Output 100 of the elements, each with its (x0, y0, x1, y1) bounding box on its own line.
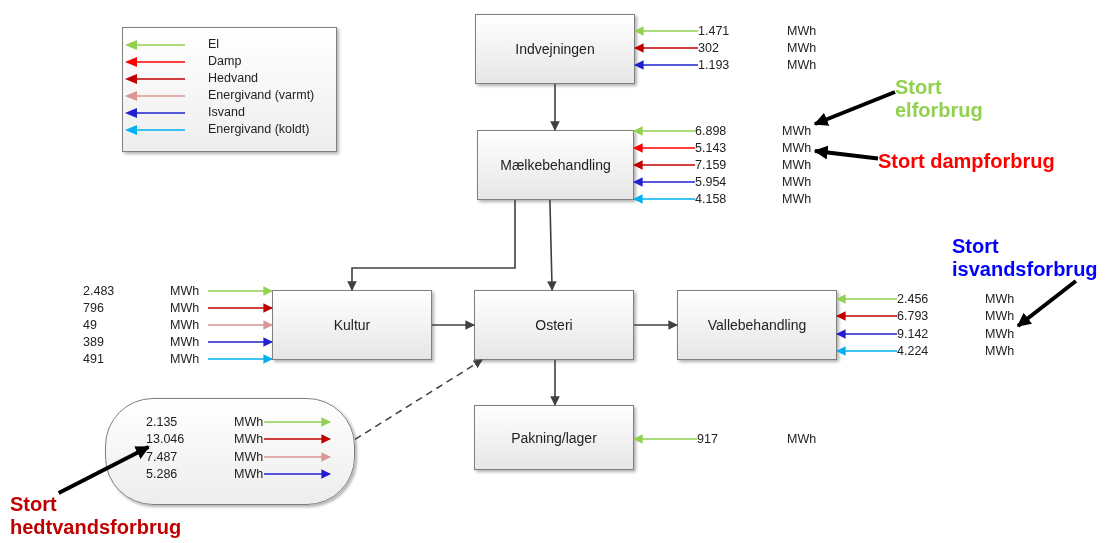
node-label: Kultur (333, 317, 371, 333)
legend-label: Energivand (koldt) (208, 122, 310, 137)
arrow (347, 199, 516, 291)
value-label: 2.135 (146, 414, 178, 430)
unit-label: MWh (787, 40, 817, 56)
value-label: 5.286 (146, 466, 178, 482)
process-box (272, 290, 432, 360)
process-box (677, 290, 837, 360)
legend-label: Damp (208, 54, 242, 69)
arrow (547, 199, 557, 291)
rounded-panel (105, 398, 355, 505)
arrow (431, 320, 475, 330)
arrow (836, 346, 898, 356)
process-box (474, 290, 634, 360)
unit-label: MWh (787, 57, 817, 73)
value-label: 4.158 (695, 191, 727, 207)
arrow (836, 294, 898, 304)
arrow (550, 359, 560, 406)
value-label: 9.142 (897, 326, 929, 342)
unit-label: MWh (985, 308, 1015, 324)
process-box (477, 130, 634, 200)
node-label: Mælkebehandling (500, 157, 611, 173)
callout-text: Stort hedtvandsforbrug (10, 493, 210, 539)
arrow (207, 354, 273, 364)
value-label: 302 (698, 40, 719, 56)
arrow (836, 311, 898, 321)
unit-label: MWh (170, 351, 200, 367)
unit-label: MWh (985, 291, 1015, 307)
unit-label: MWh (170, 300, 200, 316)
value-label: 5.954 (695, 174, 727, 190)
process-box (475, 14, 635, 84)
node-label: Vallebehandling (707, 317, 807, 333)
value-label: 1.471 (698, 23, 730, 39)
unit-label: MWh (170, 283, 200, 299)
value-label: 4.224 (897, 343, 929, 359)
arrow (633, 143, 696, 153)
arrow (633, 177, 696, 187)
node-label: Osteri (535, 317, 573, 333)
value-label: 796 (83, 300, 104, 316)
arrow (263, 452, 331, 462)
unit-label: MWh (782, 123, 812, 139)
legend-label: El (208, 37, 220, 52)
value-label: 6.793 (897, 308, 929, 324)
arrow (836, 329, 898, 339)
unit-label: MWh (787, 431, 817, 447)
arrow (633, 126, 696, 136)
unit-label: MWh (782, 191, 812, 207)
unit-label: MWh (782, 174, 812, 190)
thick-arrow (813, 145, 879, 161)
node-label: Indvejningen (515, 41, 595, 57)
arrow (263, 417, 331, 427)
arrow (633, 320, 678, 330)
value-label: 7.487 (146, 449, 178, 465)
legend-label: Hedvand (208, 71, 259, 86)
value-label: 5.143 (695, 140, 727, 156)
unit-label: MWh (985, 343, 1015, 359)
arrow (633, 434, 698, 444)
thick-arrow (813, 90, 896, 126)
callout-text: Stort dampforbrug (878, 150, 1055, 173)
arrow (634, 60, 699, 70)
thick-arrow (1016, 279, 1078, 328)
unit-label: MWh (234, 466, 264, 482)
legend-label: Energivand (varmt) (208, 88, 315, 103)
node-label: Pakning/lager (511, 429, 597, 446)
legend-label: Isvand (208, 105, 245, 120)
arrow (263, 434, 331, 444)
unit-label: MWh (234, 431, 264, 447)
unit-label: MWh (234, 414, 264, 430)
arrow (634, 26, 699, 36)
value-label: 6.898 (695, 123, 727, 139)
arrow (207, 320, 273, 330)
value-label: 13.046 (146, 431, 185, 447)
unit-label: MWh (782, 140, 812, 156)
value-label: 7.159 (695, 157, 727, 173)
unit-label: MWh (234, 449, 264, 465)
callout-text: Stort isvandsforbrug (952, 235, 1115, 281)
value-label: 49 (83, 317, 97, 333)
arrow (263, 469, 331, 479)
unit-label: MWh (170, 317, 200, 333)
arrow (550, 83, 560, 131)
unit-label: MWh (782, 157, 812, 173)
arrow (207, 303, 273, 313)
process-box (474, 405, 634, 470)
value-label: 491 (83, 351, 104, 367)
unit-label: MWh (170, 334, 200, 350)
value-label: 389 (83, 334, 104, 350)
thick-arrow (57, 445, 150, 495)
dashed-arrow (354, 359, 483, 441)
value-label: 2.483 (83, 283, 115, 299)
arrow (634, 43, 699, 53)
value-label: 1.193 (698, 57, 730, 73)
value-label: 917 (697, 431, 718, 447)
arrow (207, 337, 273, 347)
callout-text: Stort elforbrug (895, 76, 995, 122)
unit-label: MWh (787, 23, 817, 39)
value-label: 2.456 (897, 291, 929, 307)
arrow (633, 194, 696, 204)
arrow (633, 160, 696, 170)
arrow (207, 286, 273, 296)
unit-label: MWh (985, 326, 1015, 342)
